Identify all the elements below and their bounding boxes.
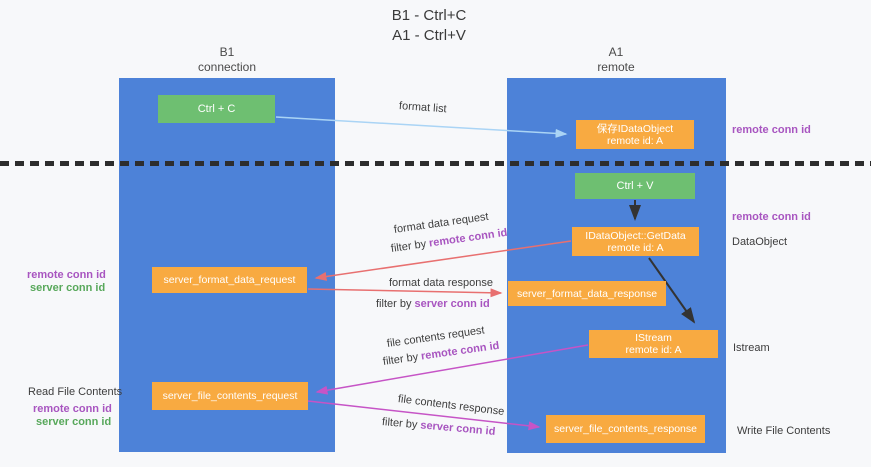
annotation-remote-conn-id-mid: remote conn id bbox=[732, 211, 811, 223]
filter-prefix: filter by bbox=[390, 237, 430, 255]
annotation-read-file-contents: Read File Contents bbox=[28, 386, 123, 398]
annotation-write-file-contents: Write File Contents bbox=[737, 425, 831, 437]
filter-key-remote-conn-id: remote conn id bbox=[428, 226, 509, 250]
title-line-1: B1 - Ctrl+C bbox=[391, 7, 467, 24]
node-ctrl-v: Ctrl + V bbox=[575, 173, 695, 199]
annotation-left-server-conn-id-bottom: server conn id bbox=[36, 416, 112, 428]
node-server-format-data-response-label: server_format_data_response bbox=[516, 287, 658, 300]
lane-a1-role: remote bbox=[597, 60, 635, 74]
node-save-idataobject-line2: remote id: A bbox=[606, 134, 664, 147]
node-save-idataobject-line1: 保存IDataObject bbox=[596, 122, 674, 135]
lane-header-b1: B1 connection bbox=[157, 45, 297, 75]
node-getdata-line2: remote id: A bbox=[607, 241, 664, 254]
dashed-divider bbox=[0, 161, 871, 166]
diagram-title: B1 - Ctrl+C A1 - Ctrl+V bbox=[329, 6, 529, 46]
node-istream: IStream remote id: A bbox=[589, 330, 718, 358]
filter-prefix: filter by bbox=[382, 350, 422, 368]
node-server-format-data-request-label: server_format_data_request bbox=[163, 274, 296, 286]
node-ctrl-v-label: Ctrl + V bbox=[616, 180, 654, 192]
filter-prefix: filter by bbox=[381, 416, 421, 432]
arrow-format-data-response bbox=[307, 288, 503, 298]
node-ctrl-c-label: Ctrl + C bbox=[197, 103, 236, 115]
flow-label-file-contents-response: file contents response bbox=[397, 393, 505, 418]
node-istream-line1: IStream bbox=[635, 332, 672, 344]
annotation-dataobject: DataObject bbox=[732, 236, 788, 248]
annotation-left-remote-conn-id-mid: remote conn id bbox=[27, 269, 106, 281]
flow-filter-file-contents-response: filter by server conn id bbox=[381, 416, 495, 438]
node-server-file-contents-response-label: server_file_contents_response bbox=[553, 423, 697, 435]
node-idataobject-getdata: IDataObject::GetData remote id: A bbox=[572, 227, 699, 256]
flow-label-format-list: format list bbox=[398, 100, 447, 116]
filter-key-server-conn-id: server conn id bbox=[414, 298, 490, 310]
flow-filter-format-data-response: filter by server conn id bbox=[376, 298, 490, 310]
node-ctrl-c: Ctrl + C bbox=[158, 95, 275, 123]
lane-b1-role: connection bbox=[197, 60, 257, 74]
node-server-file-contents-request-label: server_file_contents_request bbox=[162, 390, 298, 402]
lane-b1-name: B1 bbox=[219, 45, 235, 59]
node-save-idataobject: 保存IDataObject remote id: A bbox=[576, 120, 694, 149]
node-istream-line2: remote id: A bbox=[625, 344, 682, 356]
node-server-format-data-request: server_format_data_request bbox=[152, 267, 307, 293]
flow-label-format-data-response: format data response bbox=[389, 277, 493, 289]
annotation-istream: Istream bbox=[733, 342, 770, 354]
node-server-format-data-response: server_format_data_response bbox=[508, 281, 666, 306]
annotation-remote-conn-id-top: remote conn id bbox=[732, 124, 811, 136]
node-getdata-line1: IDataObject::GetData bbox=[585, 229, 686, 242]
node-server-file-contents-request: server_file_contents_request bbox=[152, 382, 308, 410]
annotation-left-remote-conn-id-bottom: remote conn id bbox=[33, 403, 112, 415]
lane-header-a1: A1 remote bbox=[546, 45, 686, 75]
annotation-left-server-conn-id-mid: server conn id bbox=[30, 282, 106, 294]
lane-a1-name: A1 bbox=[608, 45, 624, 59]
filter-key-server-conn-id: server conn id bbox=[419, 419, 496, 438]
filter-prefix: filter by bbox=[376, 298, 415, 310]
title-line-2: A1 - Ctrl+V bbox=[392, 27, 466, 44]
node-server-file-contents-response: server_file_contents_response bbox=[546, 415, 705, 443]
